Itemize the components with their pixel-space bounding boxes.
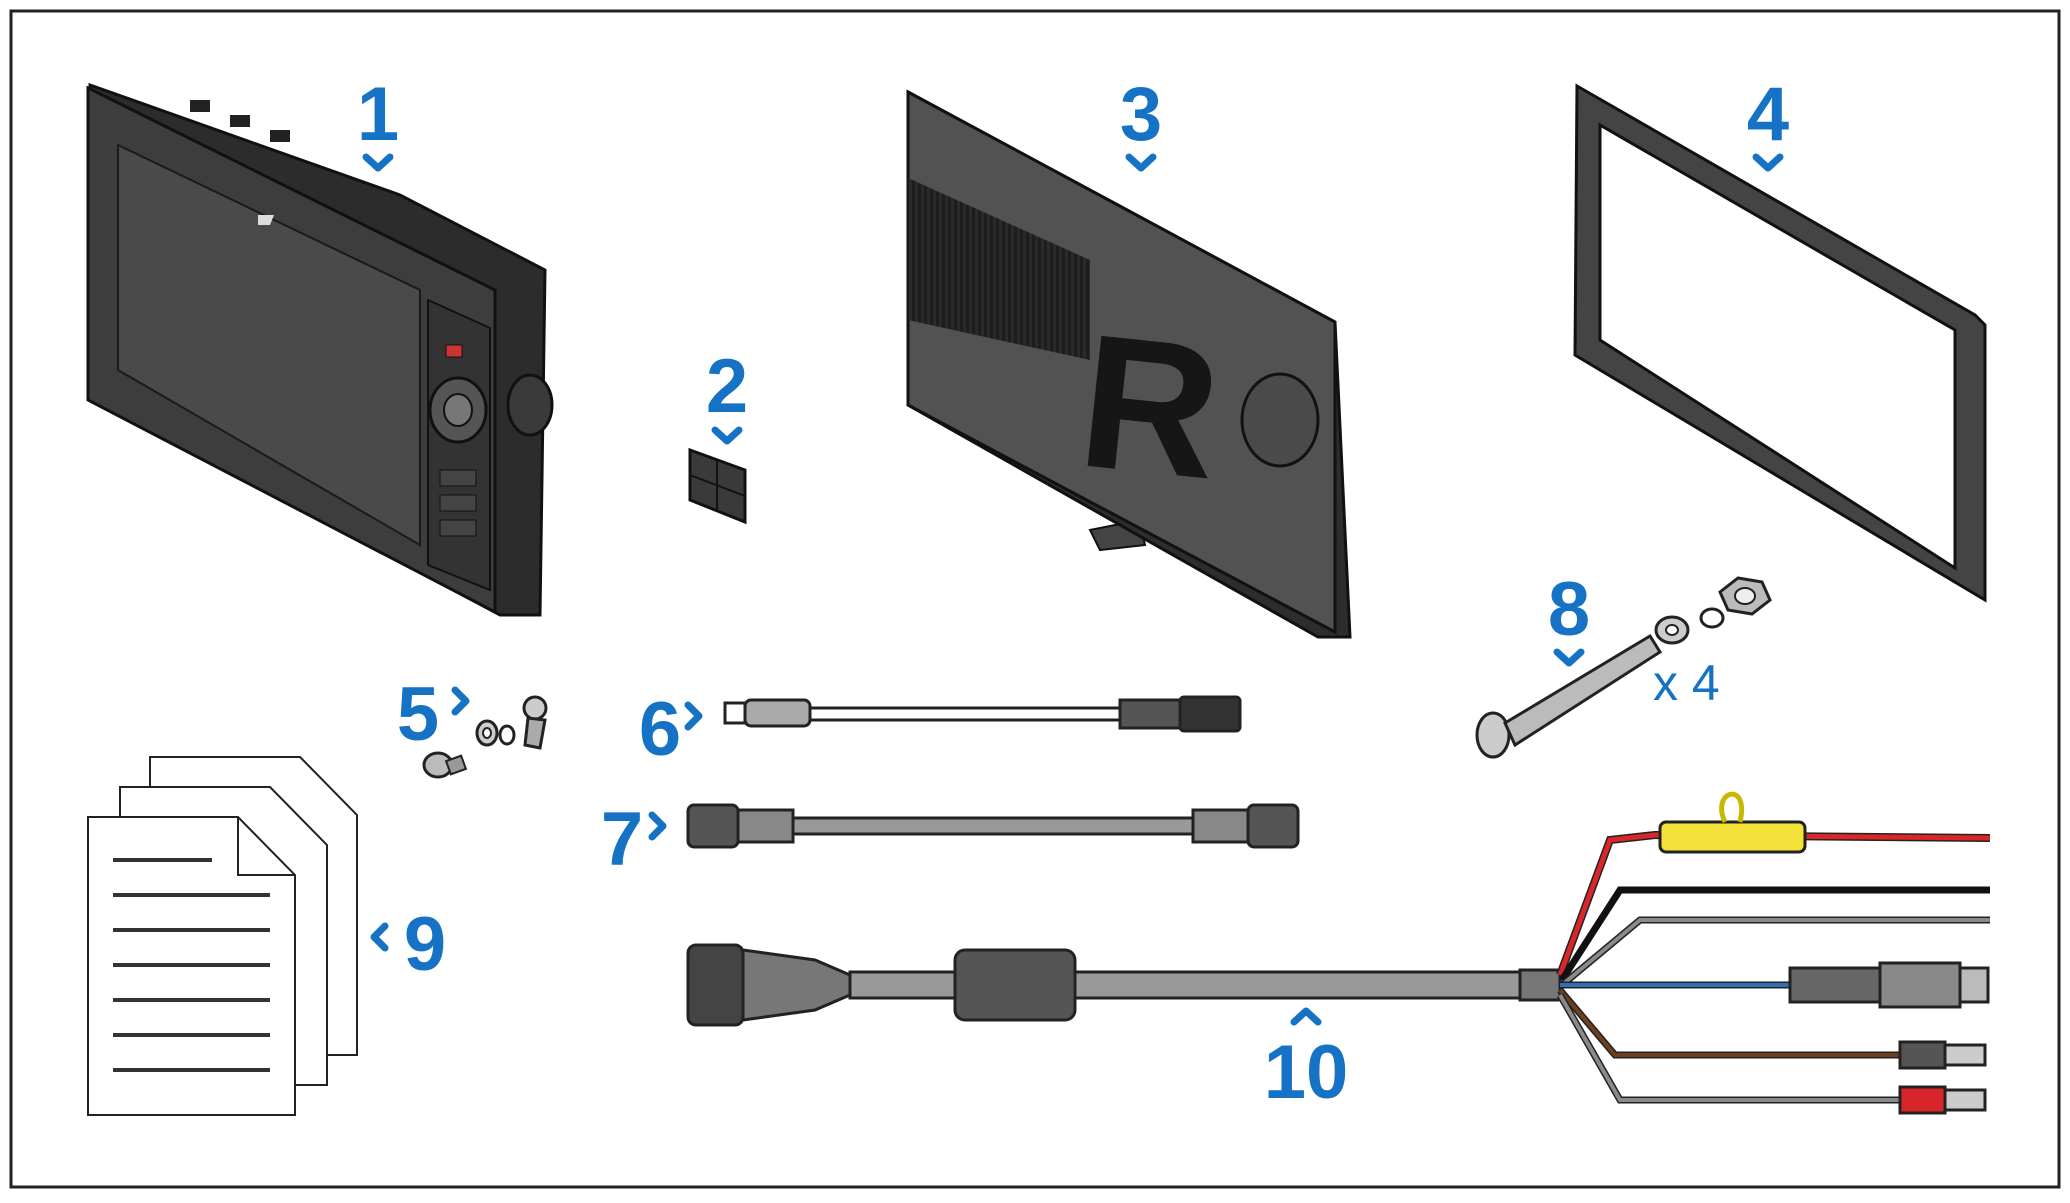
callout-5-number: 5	[397, 672, 439, 757]
callout-4-chevron	[1752, 153, 1784, 172]
callout-9-number: 9	[404, 902, 446, 987]
callout-1-chevron	[362, 153, 394, 172]
mounting-hardware	[1475, 576, 1772, 759]
callout-2-number: 2	[706, 344, 748, 429]
diagram-border	[9, 9, 2061, 1189]
callout-10-chevron	[1290, 1007, 1322, 1026]
callout-8-chevron	[1553, 648, 1585, 667]
network-cable	[686, 803, 1300, 849]
callout-3-chevron	[1125, 153, 1157, 172]
gasket	[1573, 83, 1987, 603]
documentation	[87, 756, 358, 1116]
display-unit	[86, 82, 554, 617]
raymarine-r-logo: R	[1071, 294, 1230, 519]
callout-7-chevron	[648, 811, 667, 841]
callout-3-number: 3	[1120, 72, 1162, 157]
callout-6-chevron	[684, 701, 703, 731]
callout-5-chevron	[451, 686, 470, 716]
callout-8-number: 8	[1548, 567, 1590, 652]
ground-hardware	[422, 695, 548, 779]
callout-10-number: 10	[1264, 1030, 1349, 1115]
power-data-cable	[686, 791, 1991, 1115]
keypad	[688, 447, 747, 525]
quantity-label: x 4	[1653, 655, 1720, 711]
callout-4-number: 4	[1747, 72, 1789, 157]
network-adapter-cable	[723, 695, 1242, 733]
callout-2-chevron	[711, 426, 743, 445]
callout-6-number: 6	[639, 687, 681, 772]
callout-1-number: 1	[357, 72, 399, 157]
callout-9-chevron	[370, 922, 389, 952]
sun-cover: R	[906, 89, 1352, 639]
callout-7-number: 7	[601, 797, 643, 882]
